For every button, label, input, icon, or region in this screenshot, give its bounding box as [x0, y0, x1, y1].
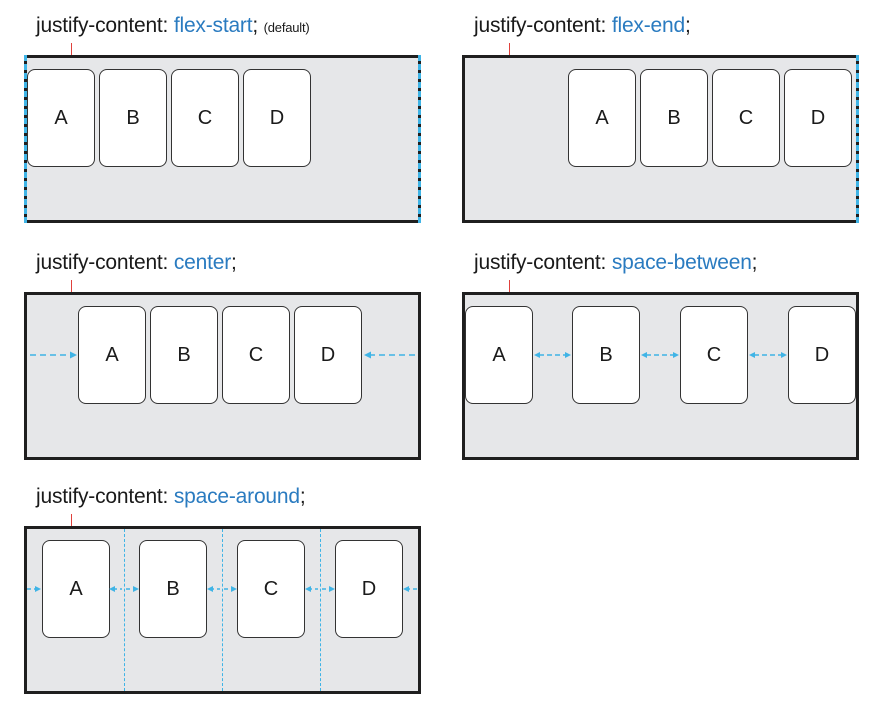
- flex-container: A B C D: [24, 55, 421, 223]
- flex-item-c: C: [171, 69, 239, 167]
- flex-item-a: A: [27, 69, 95, 167]
- marker-tick: [509, 43, 510, 55]
- flex-item-d: D: [788, 306, 856, 404]
- semicolon: ;: [252, 14, 258, 37]
- value-label: space-around: [173, 485, 300, 508]
- marker-tick: [509, 280, 510, 292]
- marker-tick: [71, 43, 72, 55]
- panel-space-around: justify-content: space-around; A B C D: [24, 485, 424, 700]
- marker-tick: [71, 514, 72, 526]
- semicolon: ;: [299, 485, 306, 508]
- gap-guide: [124, 529, 125, 691]
- flex-container: A B C D: [24, 292, 421, 460]
- panel-flex-end: justify-content: flex-end; A B C D: [462, 14, 862, 229]
- flex-item-b: B: [640, 69, 708, 167]
- property-label: justify-content:: [474, 251, 607, 274]
- value-label: center: [173, 251, 232, 274]
- panel-space-between: justify-content: space-between; A B C D: [462, 251, 862, 466]
- semicolon: ;: [751, 251, 758, 274]
- flex-container: A B C D: [462, 292, 859, 460]
- flex-item-c: C: [222, 306, 290, 404]
- property-label: justify-content:: [36, 251, 169, 274]
- gap-guide: [222, 529, 223, 691]
- flex-container: A B C D: [24, 526, 421, 694]
- property-label: justify-content:: [36, 485, 169, 508]
- start-edge-guide: [24, 55, 27, 223]
- flex-item-a: A: [568, 69, 636, 167]
- panel-title: justify-content: space-between;: [474, 251, 758, 275]
- panel-flex-start: justify-content: flex-start; (default) A…: [24, 14, 424, 229]
- property-label: justify-content:: [474, 14, 607, 37]
- panel-title: justify-content: center;: [36, 251, 237, 275]
- flex-item-d: D: [335, 540, 403, 638]
- flex-container: A B C D: [462, 55, 859, 223]
- semicolon: ;: [684, 14, 691, 37]
- flex-item-d: D: [243, 69, 311, 167]
- panel-title: justify-content: flex-start; (default): [36, 14, 310, 38]
- flex-item-d: D: [294, 306, 362, 404]
- flex-item-c: C: [237, 540, 305, 638]
- flex-item-c: C: [680, 306, 748, 404]
- flex-item-c: C: [712, 69, 780, 167]
- semicolon: ;: [231, 251, 237, 274]
- marker-tick: [71, 280, 72, 292]
- flex-item-b: B: [572, 306, 640, 404]
- flex-item-b: B: [150, 306, 218, 404]
- end-edge-guide: [418, 55, 421, 223]
- gap-guide: [320, 529, 321, 691]
- default-note: (default): [263, 20, 310, 35]
- flex-item-a: A: [78, 306, 146, 404]
- flex-item-d: D: [784, 69, 852, 167]
- flex-item-b: B: [99, 69, 167, 167]
- flex-item-a: A: [465, 306, 533, 404]
- value-label: space-between: [611, 251, 752, 274]
- panel-center: justify-content: center; A B C D: [24, 251, 424, 466]
- flex-item-a: A: [42, 540, 110, 638]
- value-label: flex-start: [173, 14, 253, 37]
- panel-title: justify-content: flex-end;: [474, 14, 691, 38]
- panel-title: justify-content: space-around;: [36, 485, 306, 509]
- end-edge-guide: [856, 55, 859, 223]
- flex-item-b: B: [139, 540, 207, 638]
- value-label: flex-end: [611, 14, 685, 37]
- property-label: justify-content:: [36, 14, 169, 37]
